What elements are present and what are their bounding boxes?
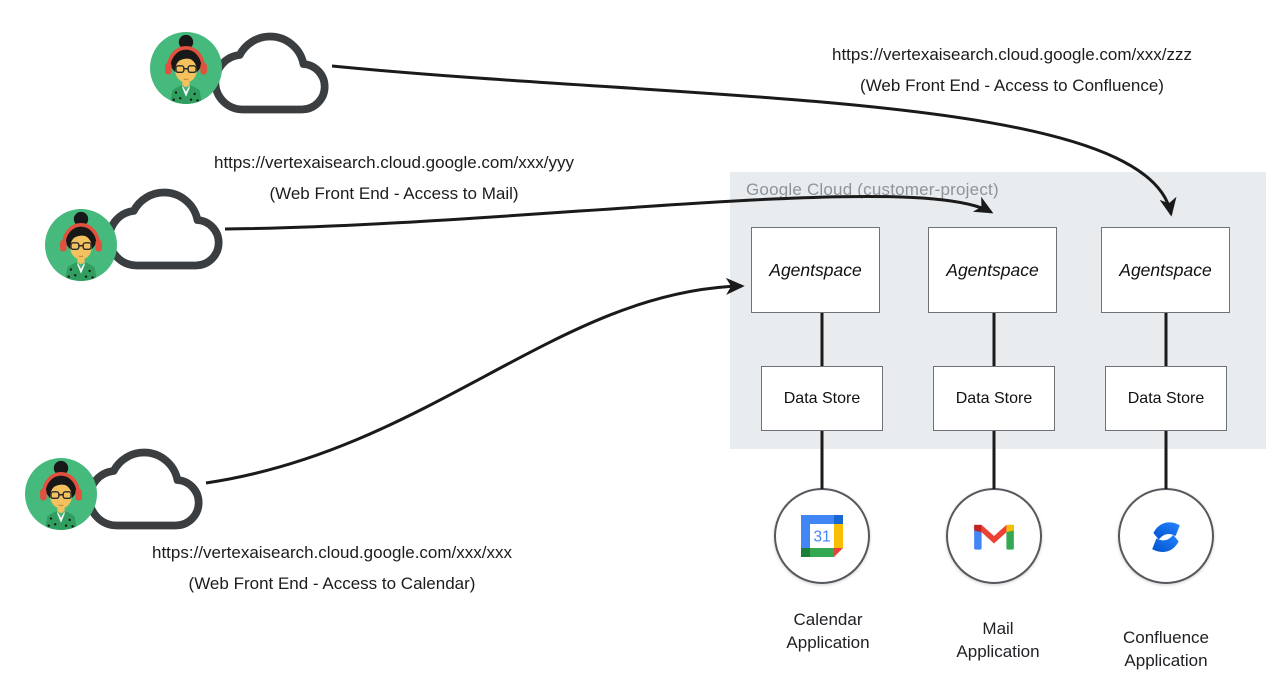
arrow-calendar-user-to-agentspace-1 xyxy=(205,277,745,485)
cloud-icon xyxy=(85,448,203,530)
calendar-app-circle: 31 xyxy=(774,488,870,584)
user-avatar xyxy=(25,458,97,530)
agentspace-label: Agentspace xyxy=(1119,259,1212,280)
mail-app-circle xyxy=(946,488,1042,584)
agentspace-label: Agentspace xyxy=(946,259,1039,280)
datastore-box-2: Data Store xyxy=(933,366,1055,431)
svg-text:31: 31 xyxy=(813,528,830,545)
datastore-label: Data Store xyxy=(1127,389,1205,407)
mail-url: https://vertexaisearch.cloud.google.com/… xyxy=(214,153,574,172)
gmail-icon xyxy=(974,524,1014,550)
calendar-app-label: Calendar Application xyxy=(743,608,913,654)
cloud-icon xyxy=(105,188,223,270)
calendar-url-caption: (Web Front End - Access to Calendar) xyxy=(188,574,476,593)
datastore-box-3: Data Store xyxy=(1105,366,1227,431)
agentspace-box-1: Agentspace xyxy=(751,227,880,313)
confluence-url-caption: (Web Front End - Access to Confluence) xyxy=(860,76,1164,95)
mail-url-caption: (Web Front End - Access to Mail) xyxy=(269,184,519,203)
datastore-box-1: Data Store xyxy=(761,366,883,431)
confluence-app-label: Confluence Application xyxy=(1081,626,1251,672)
user-avatar xyxy=(150,32,222,104)
confluence-url: https://vertexaisearch.cloud.google.com/… xyxy=(832,45,1192,64)
mail-url-block: https://vertexaisearch.cloud.google.com/… xyxy=(172,147,616,209)
confluence-app-label-line2: Application xyxy=(1124,651,1208,670)
calendar-url: https://vertexaisearch.cloud.google.com/… xyxy=(152,543,512,562)
mail-app-label: Mail Application xyxy=(913,617,1083,663)
mail-app-label-line2: Application xyxy=(956,642,1040,661)
agentspace-label: Agentspace xyxy=(769,259,862,280)
agentspace-box-2: Agentspace xyxy=(928,227,1057,313)
confluence-app-label-line1: Confluence xyxy=(1122,628,1209,647)
cloud-icon xyxy=(211,32,329,114)
mail-app-label-line1: Mail xyxy=(982,619,1014,638)
calendar-app-label-line1: Calendar xyxy=(793,610,863,629)
confluence-icon xyxy=(1152,522,1180,552)
datastore-label: Data Store xyxy=(955,389,1033,407)
google-calendar-icon: 31 xyxy=(801,515,843,557)
confluence-app-circle xyxy=(1118,488,1214,584)
calendar-url-block: https://vertexaisearch.cloud.google.com/… xyxy=(110,537,554,599)
agentspace-box-3: Agentspace xyxy=(1101,227,1230,313)
datastore-label: Data Store xyxy=(783,389,861,407)
user-avatar xyxy=(45,209,117,281)
google-cloud-container-title: Google Cloud (customer-project) xyxy=(746,180,999,199)
confluence-url-block: https://vertexaisearch.cloud.google.com/… xyxy=(790,39,1234,101)
calendar-app-label-line2: Application xyxy=(786,633,870,652)
